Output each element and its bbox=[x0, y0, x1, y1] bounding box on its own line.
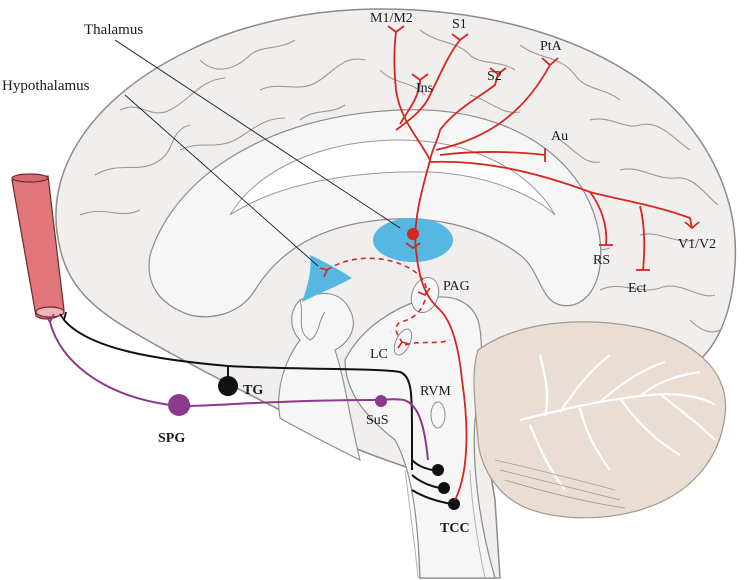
label-m1m2: M1/M2 bbox=[370, 11, 413, 26]
thalamus-leader-line bbox=[114, 39, 401, 229]
vessel-lumen-bottom bbox=[35, 306, 65, 318]
thalamocortical-pathway bbox=[393, 31, 693, 501]
vessel-lumen-top bbox=[11, 173, 49, 183]
label-lc: LC bbox=[370, 347, 388, 362]
tcc-neuron-1 bbox=[432, 464, 444, 476]
label-thalamus: Thalamus bbox=[84, 22, 143, 38]
hypothalamic-stalk bbox=[299, 299, 326, 341]
blood-vessel bbox=[11, 175, 65, 320]
descending-terminals bbox=[319, 267, 431, 349]
cerebellar-folia bbox=[519, 354, 716, 491]
thalamus-relay-neuron bbox=[407, 228, 419, 240]
label-au: Au bbox=[551, 129, 568, 144]
spinal-cord-inner bbox=[404, 469, 486, 579]
tcc-neuron-2 bbox=[438, 482, 450, 494]
sus-nucleus bbox=[375, 395, 387, 407]
label-hypothalamus: Hypothalamus bbox=[2, 78, 90, 94]
cerebellum bbox=[473, 321, 727, 519]
cortical-terminals bbox=[387, 25, 700, 271]
label-rs: RS bbox=[593, 253, 610, 268]
label-ins: Ins bbox=[416, 81, 433, 96]
label-s1: S1 bbox=[452, 17, 467, 32]
label-spg: SPG bbox=[158, 431, 185, 446]
tg-ganglion bbox=[218, 376, 238, 396]
label-ect: Ect bbox=[628, 281, 647, 296]
label-pag: PAG bbox=[443, 279, 470, 294]
label-tg: TG bbox=[243, 383, 263, 398]
callosal-arc bbox=[229, 139, 556, 216]
cortical-gyri bbox=[79, 29, 721, 333]
spg-ganglion bbox=[168, 394, 190, 416]
label-rvm: RVM bbox=[420, 384, 451, 399]
label-tcc: TCC bbox=[440, 521, 470, 536]
rvm-region bbox=[430, 401, 446, 429]
cerebellar-lobules bbox=[494, 459, 626, 509]
label-v1v2: V1/V2 bbox=[678, 237, 716, 252]
tcc-neuron-3 bbox=[448, 498, 460, 510]
hypothalamus-leader-line bbox=[124, 94, 319, 267]
label-s2: S2 bbox=[487, 69, 502, 84]
label-pta: PtA bbox=[540, 39, 563, 54]
hypothalamus-nucleus bbox=[302, 255, 352, 302]
label-sus: SuS bbox=[366, 413, 389, 428]
midbrain-shapes bbox=[278, 292, 361, 462]
